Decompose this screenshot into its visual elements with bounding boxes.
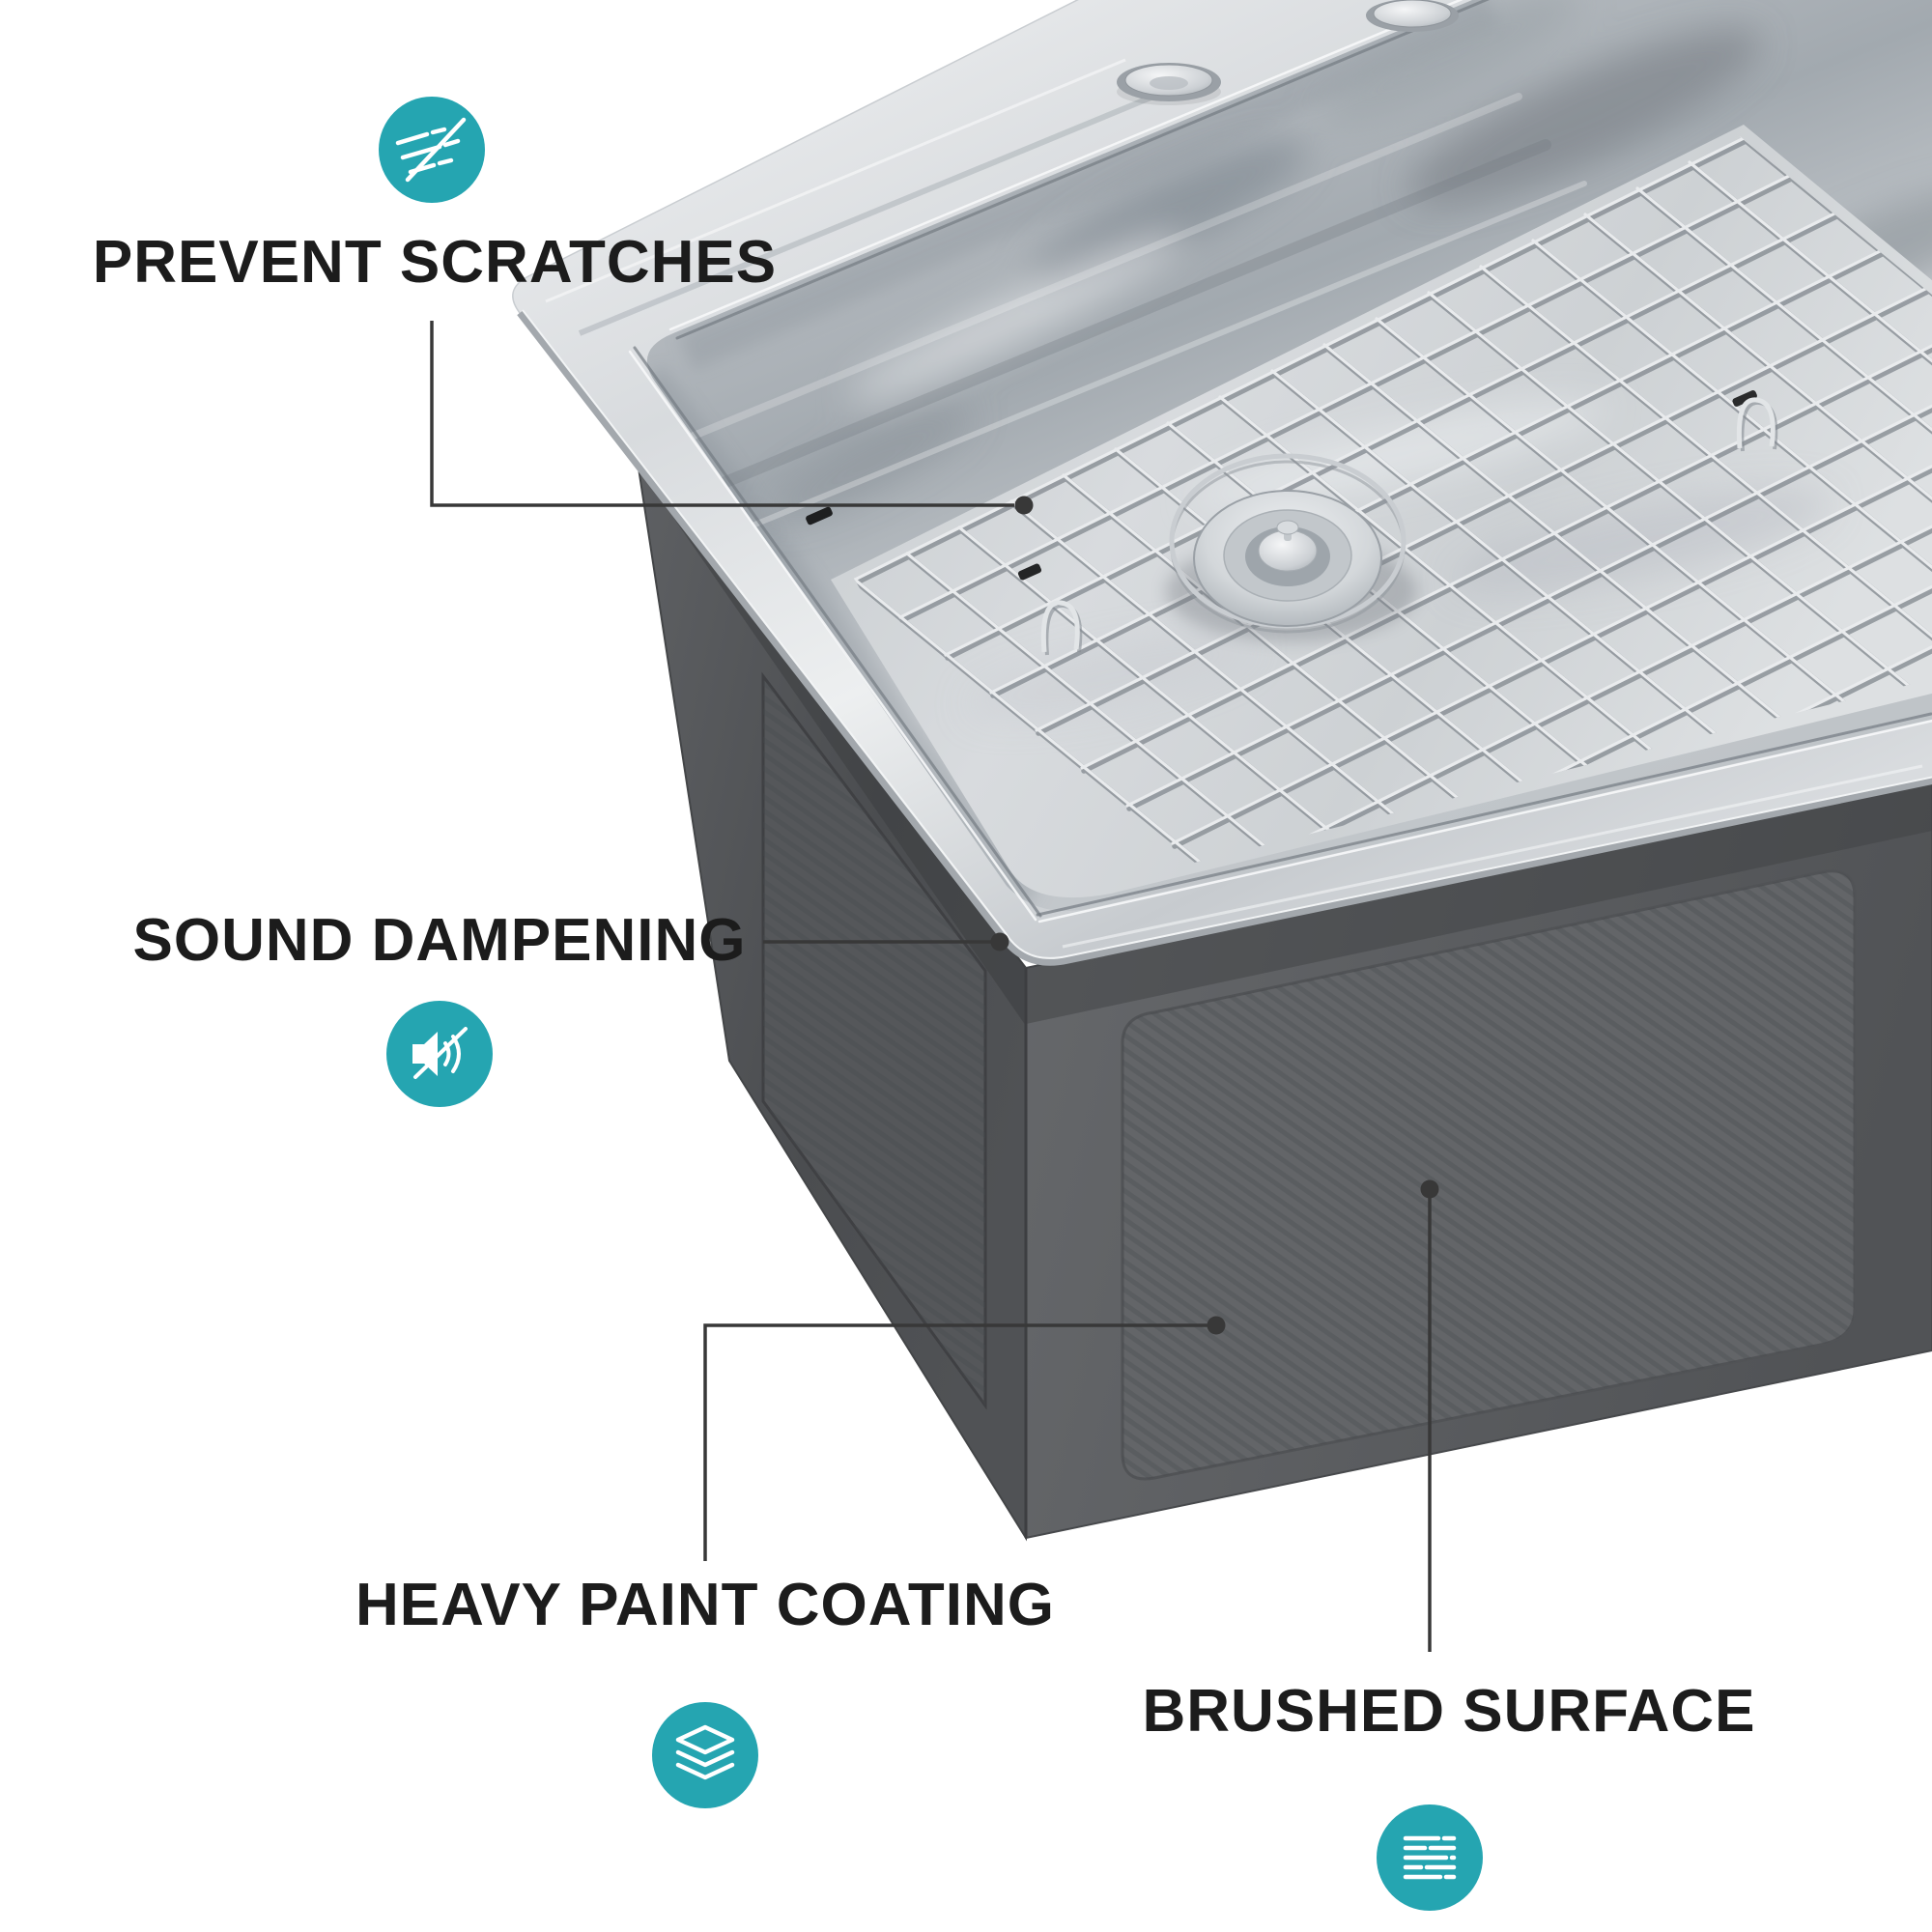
callout-dot-heavy-paint-coating: [1207, 1316, 1226, 1335]
rim-outer-highlight: [522, 309, 1932, 959]
front-face-rim-shadow: [1026, 778, 1932, 1024]
faucet-holes: [1117, 0, 1459, 105]
callout-dot-prevent-scratches: [1014, 496, 1034, 515]
callout-line-heavy-paint-coating: [703, 1323, 1208, 1561]
callout-lines: [430, 321, 1439, 1652]
layers-icon: [652, 1702, 758, 1808]
callout-label-prevent-scratches: PREVENT SCRATCHES: [92, 229, 778, 296]
brushed-lines-icon: [1377, 1804, 1483, 1911]
mute-speaker-icon: [386, 1001, 493, 1107]
rim-streak: [1062, 764, 1923, 949]
basin-edge-bevels: [628, 0, 1932, 923]
rim-streak: [578, 79, 1190, 336]
callout-dot-sound-dampening: [990, 932, 1009, 952]
left-panel-texture: [763, 676, 985, 1406]
left-face-rim-shadow: [638, 462, 1026, 1026]
drain-strainer-basket: [1166, 453, 1417, 641]
callout-dot-brushed-surface: [1420, 1179, 1439, 1199]
rim-streak: [545, 58, 1126, 303]
basin-wall-reflections: [646, 0, 1932, 912]
grid-clips: [806, 390, 1778, 656]
faucet-hole-1: [1117, 63, 1221, 105]
callout-label-heavy-paint-coating: HEAVY PAINT COATING: [355, 1572, 1055, 1638]
callout-label-sound-dampening: SOUND DAMPENING: [132, 907, 747, 974]
sink: [512, 0, 1932, 1542]
faucet-hole-2: [1366, 0, 1459, 32]
callout-label-brushed-surface: BRUSHED SURFACE: [1142, 1678, 1756, 1745]
callout-line-prevent-scratches: [430, 321, 1014, 507]
front-panel-texture: [1122, 870, 1855, 1479]
anti-scratch-icon: [379, 97, 485, 203]
